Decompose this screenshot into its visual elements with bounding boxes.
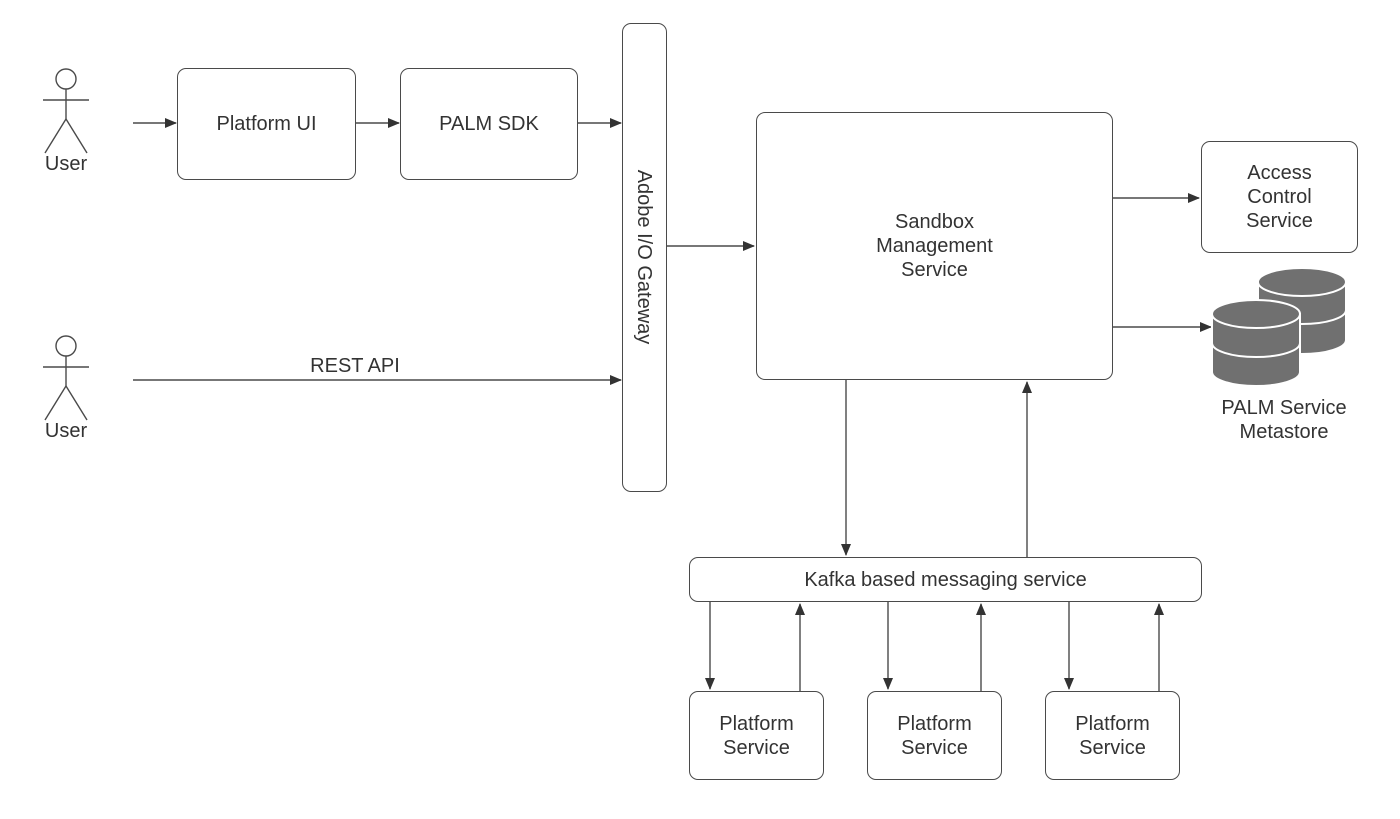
- kafka-messaging-service-label: Kafka based messaging service: [804, 568, 1087, 591]
- user-label-bottom: User: [44, 420, 88, 442]
- platform-service-label-2: Platform Service: [897, 712, 972, 759]
- metastore-label: PALM Service Metastore: [1221, 397, 1347, 443]
- user-actor-icon-top: [43, 68, 89, 154]
- gateway-box: [622, 23, 667, 492]
- kafka-messaging-service-box: Kafka based messaging service: [689, 557, 1202, 602]
- platform-ui-box: Platform UI: [177, 68, 356, 180]
- platform-service-label-3: Platform Service: [1075, 712, 1150, 759]
- palm-sdk-box: PALM SDK: [400, 68, 578, 180]
- platform-service-box-2: Platform Service: [867, 691, 1002, 780]
- gateway-label: Adobe I/O Gateway: [633, 169, 655, 345]
- database-icon: [1211, 267, 1347, 387]
- platform-service-label-1: Platform Service: [719, 712, 794, 759]
- user-label-top: User: [44, 153, 88, 175]
- platform-service-box-1: Platform Service: [689, 691, 824, 780]
- palm-sdk-label: PALM SDK: [439, 113, 539, 135]
- access-control-service-label: Access Control Service: [1246, 162, 1313, 232]
- sandbox-management-service-label: Sandbox Management Service: [876, 211, 993, 281]
- platform-service-box-3: Platform Service: [1045, 691, 1180, 780]
- user-actor-icon-bottom: [43, 335, 89, 421]
- sandbox-management-service-box: Sandbox Management Service: [756, 112, 1113, 380]
- access-control-service-box: Access Control Service: [1201, 141, 1358, 253]
- rest-api-label: REST API: [310, 355, 400, 377]
- platform-ui-label: Platform UI: [216, 113, 317, 135]
